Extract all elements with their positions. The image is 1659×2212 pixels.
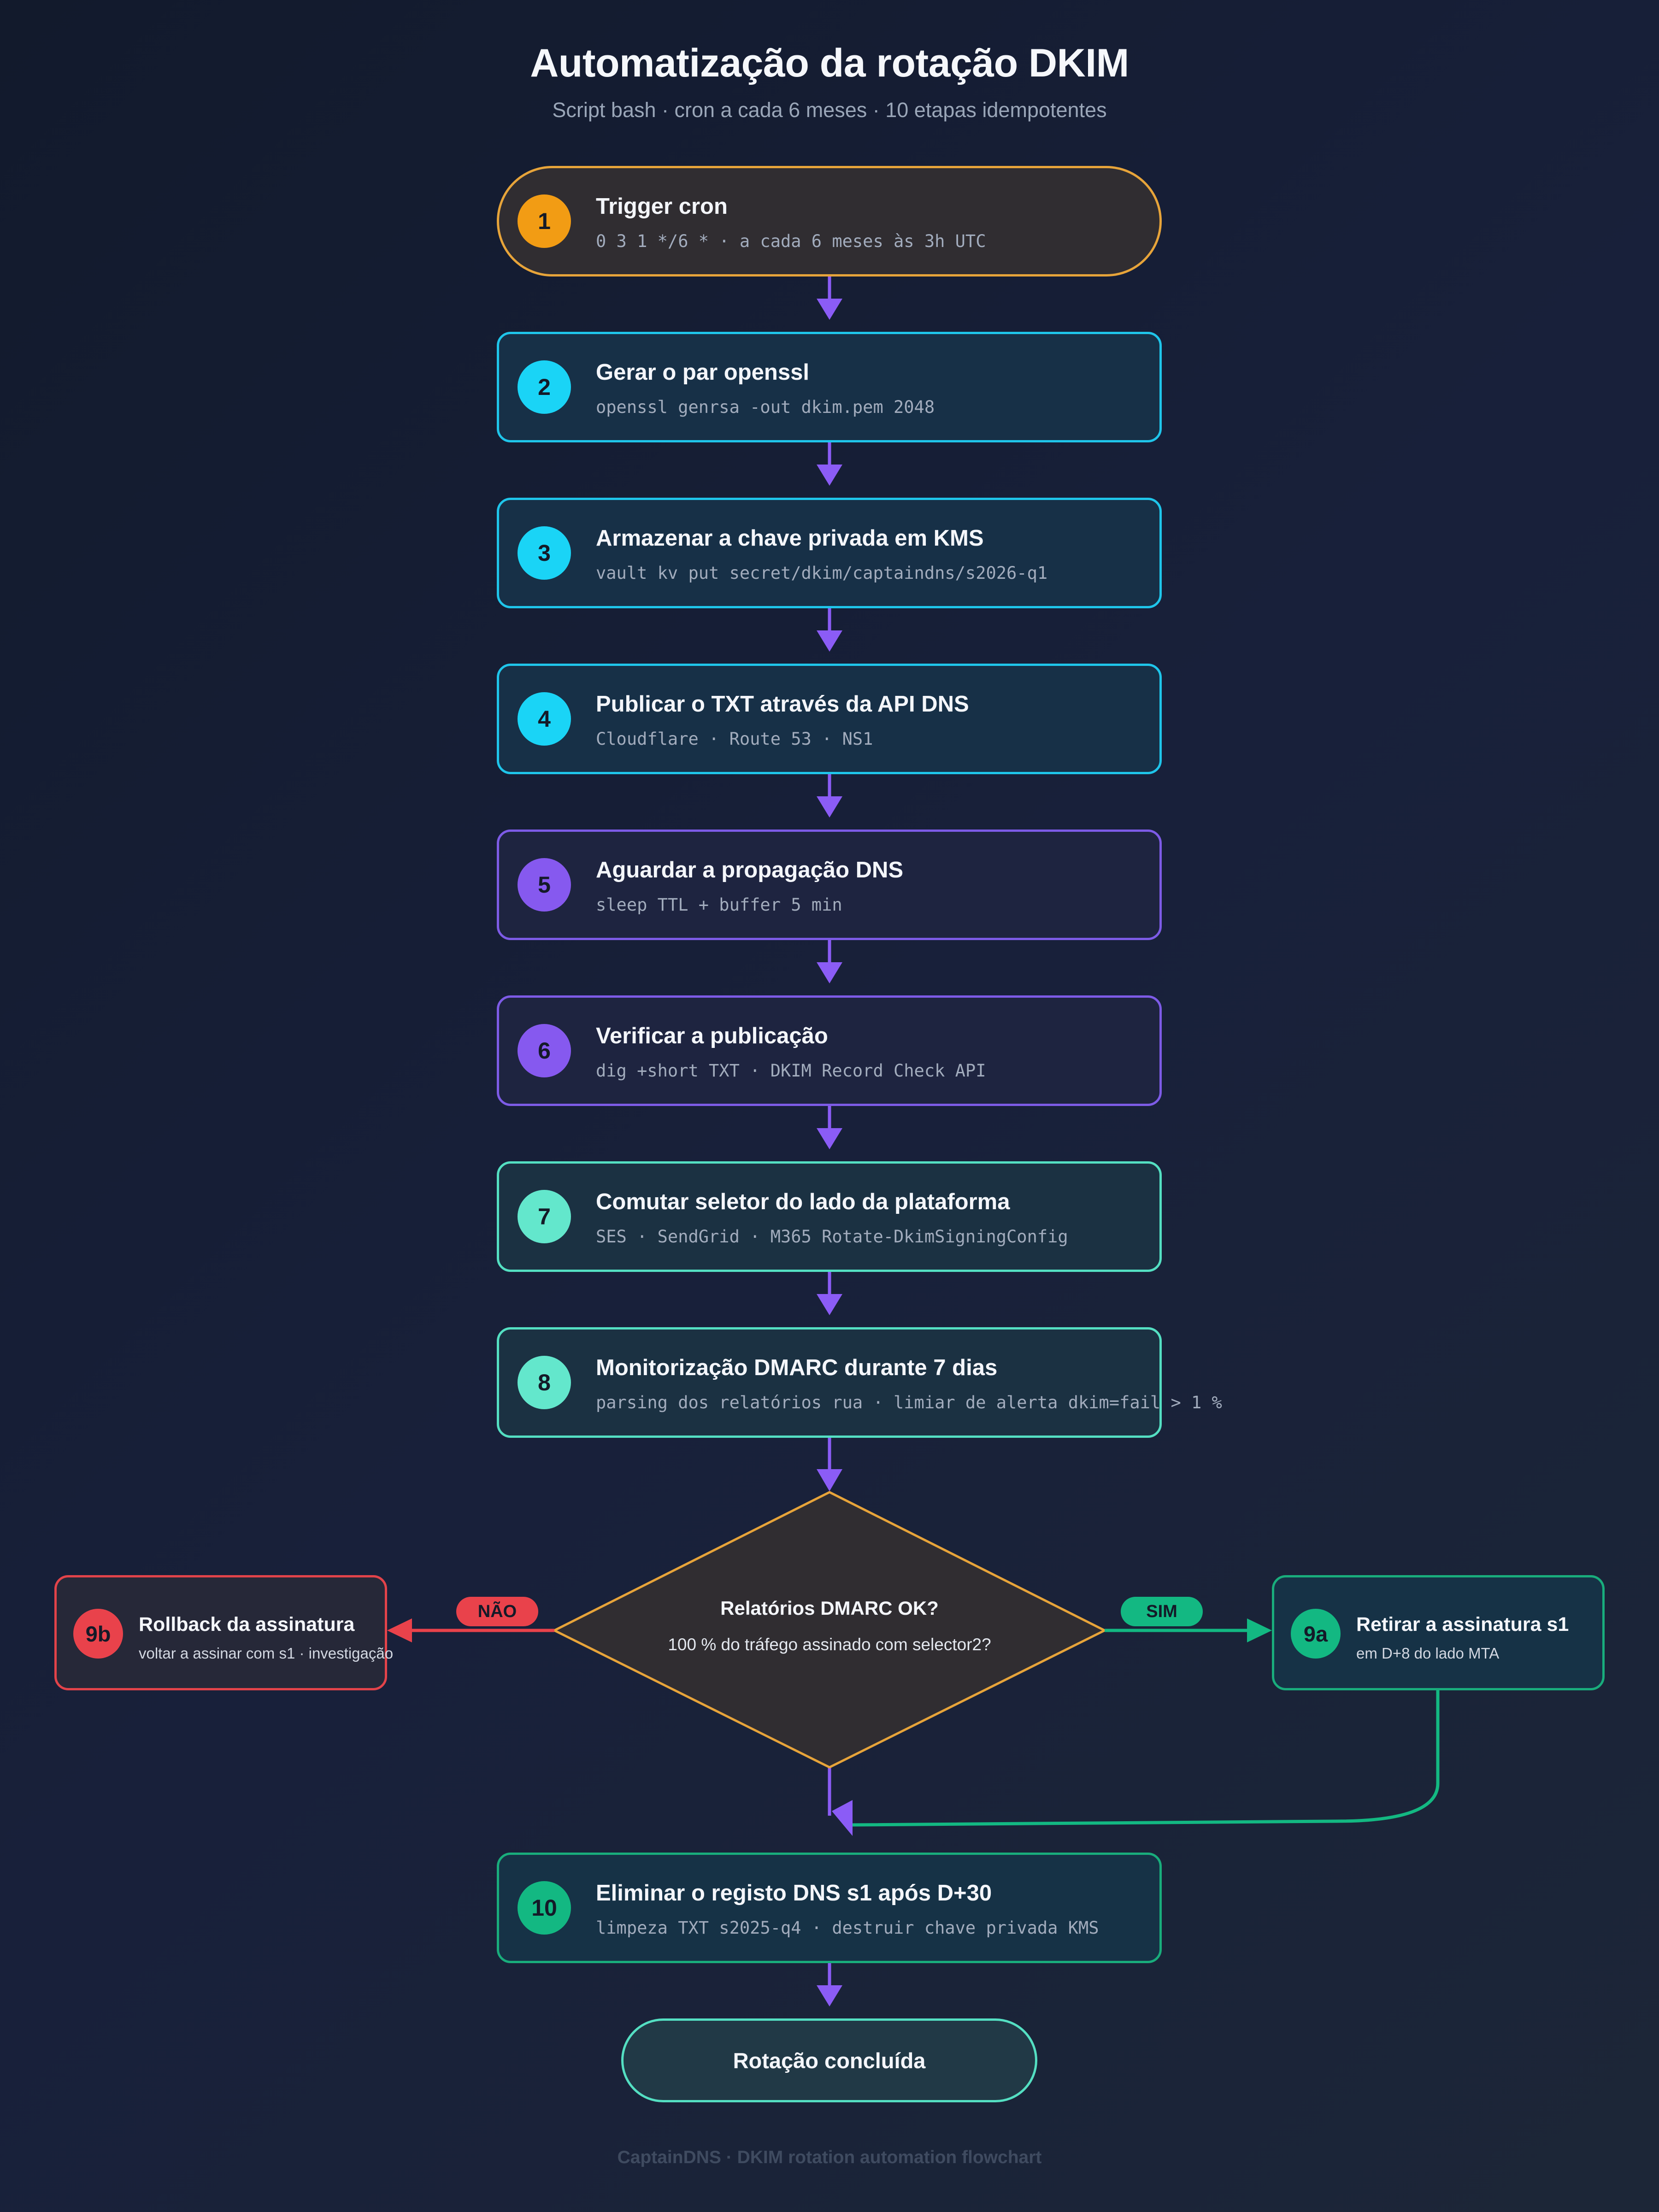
no-branch-label: NÃO <box>456 1597 538 1626</box>
step-command: Cloudflare · Route 53 · NS1 <box>596 729 873 749</box>
step-description: voltar a assinar com s1 · investigação <box>139 1645 394 1662</box>
step-number-badge: 4 <box>518 692 571 746</box>
step-number-badge: 9a <box>1291 1609 1341 1659</box>
step-number-badge: 3 <box>518 526 571 580</box>
diagram-title: Automatização da rotação DKIM <box>530 41 1129 85</box>
decision-title: Relatórios DMARC OK? <box>720 1597 939 1619</box>
step-title: Armazenar a chave privada em KMS <box>596 526 984 551</box>
step-number-badge: 10 <box>518 1881 571 1935</box>
step-command: openssl genrsa -out dkim.pem 2048 <box>596 397 935 417</box>
step-command: parsing dos relatórios rua · limiar de a… <box>596 1393 1222 1412</box>
decision-diamond <box>552 1491 1107 1769</box>
step-verify-publication: 6 Verificar a publicação dig +short TXT … <box>497 995 1162 1106</box>
step-rollback-signature: 9b Rollback da assinatura voltar a assin… <box>54 1575 393 1690</box>
end-terminal: Rotação concluída <box>621 2018 1037 2102</box>
step-generate-keypair: 2 Gerar o par openssl openssl genrsa -ou… <box>497 332 1162 442</box>
step-title: Verificar a publicação <box>596 1024 828 1048</box>
step-switch-selector: 7 Comutar seletor do lado da plataforma … <box>497 1161 1162 1272</box>
step-number-badge: 7 <box>518 1190 571 1243</box>
step-title: Aguardar a propagação DNS <box>596 858 904 882</box>
step-title: Trigger cron <box>596 194 728 219</box>
step-command: dig +short TXT · DKIM Record Check API <box>596 1061 986 1081</box>
step-number-badge: 2 <box>518 360 571 414</box>
step-title: Rollback da assinatura <box>139 1613 355 1635</box>
step-title: Comutar seletor do lado da plataforma <box>596 1189 1010 1214</box>
step-number-badge: 8 <box>518 1356 571 1409</box>
step-publish-txt: 4 Publicar o TXT através da API DNS Clou… <box>497 664 1162 774</box>
step-command: SES · SendGrid · M365 Rotate-DkimSigning… <box>596 1227 1068 1247</box>
step-retire-signature: 9a Retirar a assinatura s1 em D+8 do lad… <box>1272 1575 1605 1690</box>
decision-subtitle: 100 % do tráfego assinado com selector2? <box>668 1635 991 1654</box>
step-title: Retirar a assinatura s1 <box>1356 1613 1569 1635</box>
diagram-subtitle: Script bash · cron a cada 6 meses · 10 e… <box>552 98 1107 122</box>
step-dmarc-monitoring: 8 Monitorização DMARC durante 7 dias par… <box>497 1327 1222 1438</box>
step-number-badge: 6 <box>518 1024 571 1077</box>
step-title: Monitorização DMARC durante 7 dias <box>596 1355 998 1380</box>
step-number-badge: 1 <box>518 194 571 248</box>
step-title: Publicar o TXT através da API DNS <box>596 692 969 717</box>
footer-caption: CaptainDNS · DKIM rotation automation fl… <box>617 2147 1042 2167</box>
step-title: Eliminar o registo DNS s1 após D+30 <box>596 1881 992 1906</box>
step-delete-dns-record: 10 Eliminar o registo DNS s1 após D+30 l… <box>497 1853 1162 1963</box>
yes-branch-label: SIM <box>1121 1597 1203 1626</box>
step-number-badge: 9b <box>73 1609 123 1659</box>
step-command: limpeza TXT s2025-q4 · destruir chave pr… <box>596 1918 1099 1938</box>
step-title: Gerar o par openssl <box>596 360 809 385</box>
step-store-kms: 3 Armazenar a chave privada em KMS vault… <box>497 498 1162 608</box>
step-command: sleep TTL + buffer 5 min <box>596 895 842 915</box>
step-description: em D+8 do lado MTA <box>1356 1645 1500 1662</box>
step-command: vault kv put secret/dkim/captaindns/s202… <box>596 563 1048 583</box>
step-number-badge: 5 <box>518 858 571 912</box>
step-trigger-cron: 1 Trigger cron 0 3 1 */6 * · a cada 6 me… <box>497 166 1162 276</box>
step-wait-propagation: 5 Aguardar a propagação DNS sleep TTL + … <box>497 830 1162 940</box>
step-command: 0 3 1 */6 * · a cada 6 meses às 3h UTC <box>596 231 986 251</box>
